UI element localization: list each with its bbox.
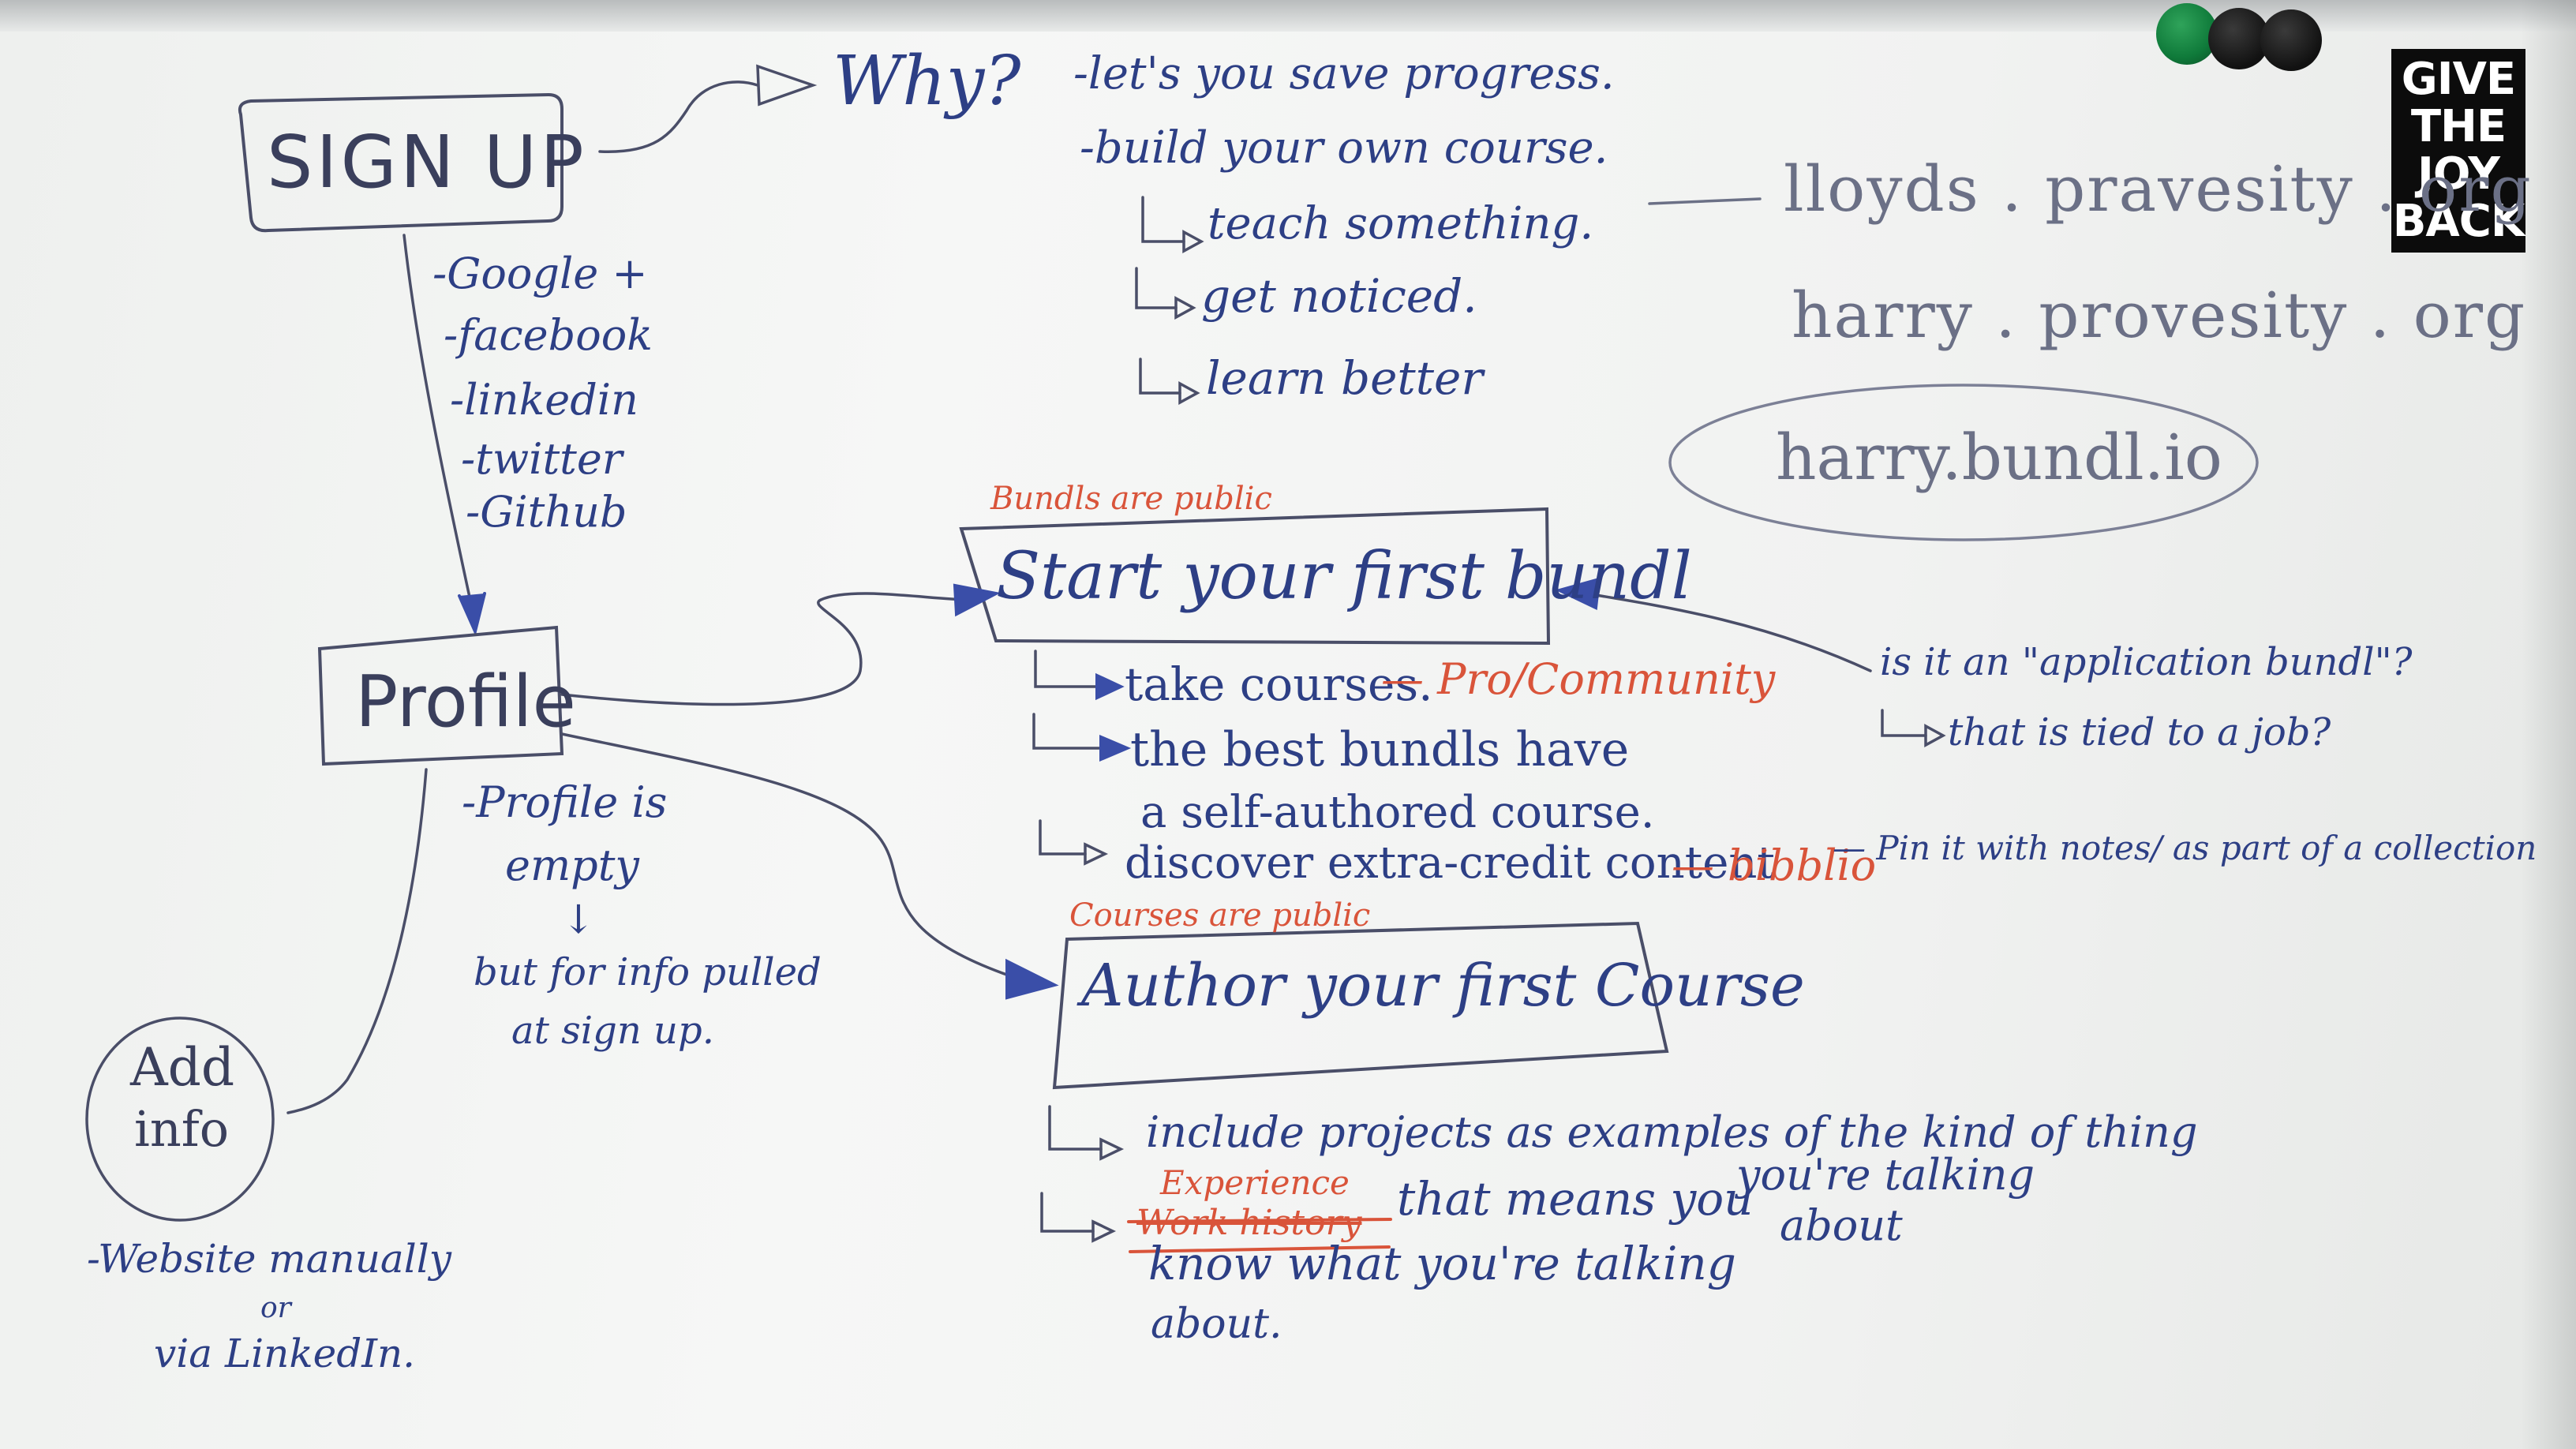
bundle-title: Start your first bundl xyxy=(996,539,1692,614)
black-magnet xyxy=(2260,9,2322,71)
provider-twitter: -twitter xyxy=(461,434,623,484)
bundle-item-bibblio: — bibblio xyxy=(1672,841,1877,890)
work-history-underline xyxy=(1129,1245,1391,1253)
signup-profile-arrow xyxy=(402,234,475,617)
take-courses-arrow xyxy=(1034,650,1099,688)
learn-arrowhead xyxy=(1178,381,1200,405)
question-sub-arrowhead xyxy=(1924,724,1946,747)
sub-reason-teach: teach something. xyxy=(1208,198,1594,249)
add-info-note-line1: -Website manually xyxy=(87,1236,451,1282)
bundle-item-pro-community: — Pro/Community xyxy=(1381,654,1776,704)
question-sub-arrow xyxy=(1881,709,1927,737)
black-magnet xyxy=(2208,8,2270,69)
profile-course-arrowhead xyxy=(1005,958,1059,1000)
bundle-item-take-courses: take courses. xyxy=(1125,657,1433,711)
course-item-include-projects: include projects as examples of the kind… xyxy=(1146,1107,2198,1157)
bundle-item-discover: discover extra-credit content xyxy=(1125,837,1775,889)
best-bundls-arrowhead xyxy=(1099,734,1132,762)
course-box xyxy=(1052,921,1669,1090)
domain-lloyds: lloyds . pravesity . org xyxy=(1784,152,2533,226)
bundle-public-note: Bundls are public xyxy=(990,481,1272,517)
profile-note-line3: but for info pulled xyxy=(474,950,822,994)
profile-bundle-arrow xyxy=(560,592,972,706)
sticker-text: GIVE THE JOY BACK xyxy=(2392,54,2525,247)
profile-note-line2: empty xyxy=(505,841,639,890)
profile-note-line4: at sign up. xyxy=(511,1009,714,1053)
profile-addinfo-line xyxy=(286,768,428,1114)
course-public-note: Courses are public xyxy=(1069,897,1371,934)
give-the-joy-back-sticker: GIVE THE JOY BACK xyxy=(2391,49,2525,253)
course-item-talking: you're talking xyxy=(1736,1150,2035,1200)
bundle-box xyxy=(959,507,1551,646)
bundle-item-self-authored: a self-authored course. xyxy=(1140,787,1655,838)
provider-github: -Github xyxy=(466,487,627,537)
course-work-history-struck: Work history xyxy=(1136,1203,1362,1243)
domain-harry-provesity: harry . provesity . org xyxy=(1792,279,2527,352)
domain-dash xyxy=(1648,197,1762,205)
profile-note-arrow: ↓ xyxy=(562,897,595,942)
reason-save-progress: -let's you save progress. xyxy=(1073,48,1615,99)
profile-bundle-arrowhead xyxy=(953,583,1002,617)
why-arrow xyxy=(598,80,759,153)
reason-build-course: -build your own course. xyxy=(1080,122,1608,174)
profile-course-arrow xyxy=(560,732,1020,980)
bundle-question-line1: is it an "application bundl"? xyxy=(1880,640,2413,684)
discover-arrow xyxy=(1039,819,1087,856)
profile-box xyxy=(317,625,564,766)
teach-arrowhead xyxy=(1182,230,1204,253)
course-experience-line2: know what you're talking xyxy=(1148,1237,1736,1290)
noticed-arrowhead xyxy=(1174,296,1196,320)
signup-profile-arrowhead xyxy=(458,592,486,637)
best-bundls-arrow xyxy=(1032,713,1103,750)
include-projects-arrow xyxy=(1048,1105,1103,1151)
teach-arrow xyxy=(1141,196,1185,243)
take-courses-arrowhead xyxy=(1095,672,1125,701)
provider-facebook: -facebook xyxy=(444,310,653,360)
bundle-item-pin-it: — Pin it with notes/ as part of a collec… xyxy=(1833,829,2537,867)
green-magnet xyxy=(2156,3,2218,65)
domain-harry-bundl: harry.bundl.io xyxy=(1776,421,2222,494)
why-label: Why? xyxy=(833,42,1021,121)
course-experience-rest: that means you xyxy=(1397,1172,1754,1226)
why-arrowhead xyxy=(756,64,818,107)
discover-arrowhead xyxy=(1084,842,1109,866)
profile-title: Profile xyxy=(355,661,576,743)
question-bundle-arrow xyxy=(1585,592,1872,672)
course-experience-line3: about. xyxy=(1151,1301,1282,1348)
provider-google: -Google + xyxy=(432,249,648,298)
course-item-about: about xyxy=(1780,1200,1903,1250)
add-info-note-line3: via LinkedIn. xyxy=(154,1331,416,1376)
add-info-circle xyxy=(85,1017,275,1222)
course-title: Author your first Course xyxy=(1081,952,1805,1020)
noticed-arrow xyxy=(1135,267,1178,309)
add-info-note-line2: or xyxy=(260,1292,291,1324)
sub-reason-learn: learn better xyxy=(1206,351,1484,405)
sub-reason-noticed: get noticed. xyxy=(1201,269,1477,323)
work-history-strikethrough xyxy=(1127,1218,1392,1223)
experience-arrow xyxy=(1040,1192,1095,1233)
bundle-item-best-bundls: the best bundls have xyxy=(1130,722,1630,777)
bundl-io-circle xyxy=(1668,384,2259,541)
experience-arrowhead xyxy=(1091,1219,1117,1243)
question-bundle-arrowhead xyxy=(1555,577,1601,611)
learn-arrow xyxy=(1139,358,1181,395)
provider-linkedin: -linkedin xyxy=(450,375,638,425)
bundle-question-line2: that is tied to a job? xyxy=(1948,710,2331,754)
add-info-title-line1: Add xyxy=(130,1037,235,1098)
sign-up-title: SIGN UP xyxy=(267,120,587,204)
course-experience-label: Experience xyxy=(1160,1163,1350,1202)
sign-up-box xyxy=(238,92,564,233)
add-info-title-line2: info xyxy=(134,1100,230,1158)
profile-note-line1: -Profile is xyxy=(462,777,668,827)
include-projects-arrowhead xyxy=(1099,1137,1125,1161)
